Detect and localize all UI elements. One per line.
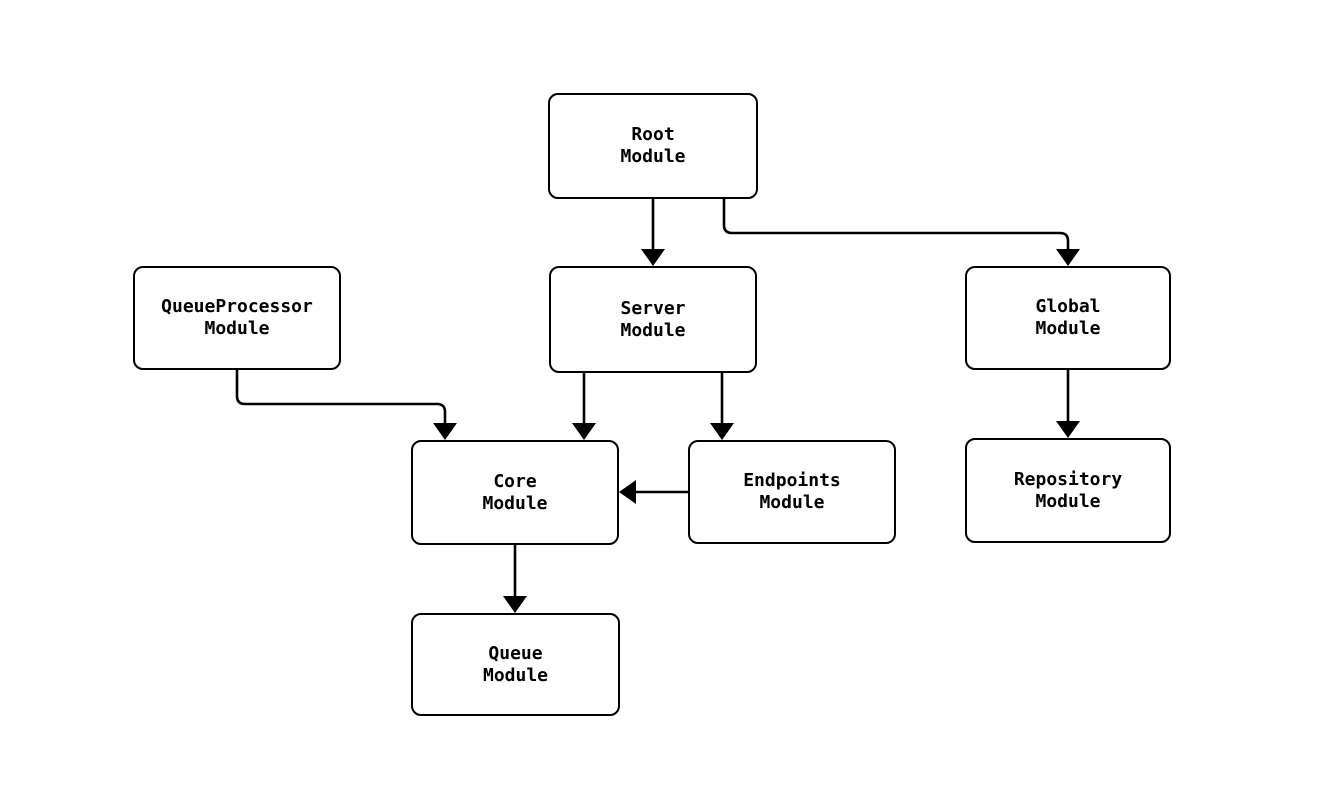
- arrowhead-core-to-queue: [503, 596, 527, 613]
- node-global-module-label: Global Module: [1035, 296, 1101, 339]
- arrowhead-endpoints-to-core: [619, 480, 636, 504]
- edge-root-to-global: [722, 197, 1070, 251]
- node-queue-module-label: Queue Module: [482, 642, 549, 686]
- node-root-module-label: Root Module: [620, 124, 686, 167]
- node-server-module-label: Server Module: [620, 297, 686, 341]
- arrowhead-queueprocessor-to-core: [433, 423, 457, 440]
- node-endpoints-module: Endpoints Module: [688, 440, 896, 544]
- node-queue-module: Queue Module: [411, 613, 620, 716]
- node-server-module: Server Module: [549, 266, 757, 373]
- edge-queueprocessor-to-core: [235, 368, 447, 425]
- node-endpoints-module-label: Endpoints Module: [743, 470, 841, 513]
- node-global-module: Global Module: [965, 266, 1171, 370]
- node-repository-module-label: Repository Module: [1013, 468, 1123, 512]
- arrowhead-root-to-server: [641, 249, 665, 266]
- node-core-module: Core Module: [411, 440, 619, 545]
- node-core-module-label: Core Module: [482, 470, 548, 514]
- node-root-module: Root Module: [548, 93, 758, 199]
- node-repository-module: Repository Module: [965, 438, 1171, 543]
- arrowhead-server-to-endpoints: [710, 423, 734, 440]
- arrowhead-root-to-global: [1056, 249, 1080, 266]
- arrowhead-global-to-repository: [1056, 421, 1080, 438]
- arrowhead-server-to-core: [572, 423, 596, 440]
- node-queueprocessor-module: QueueProcessor Module: [133, 266, 341, 370]
- node-queueprocessor-module-label: QueueProcessor Module: [161, 296, 313, 339]
